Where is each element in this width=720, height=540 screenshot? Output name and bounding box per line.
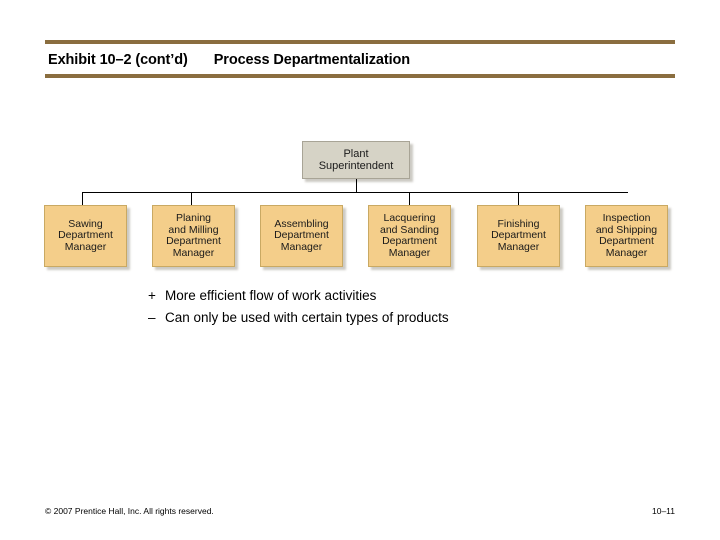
org-node-department-3[interactable]: Assembling Department Manager [260,205,343,267]
org-node-department-5[interactable]: Finishing Department Manager [477,205,560,267]
footer-copyright: © 2007 Prentice Hall, Inc. All rights re… [45,506,214,516]
plus-marker: + [148,288,156,303]
org-node-label: Lacquering and Sanding Department Manage… [380,212,439,259]
page-title: Process Departmentalization [213,52,411,68]
connector-horizontal-bus [82,192,628,193]
footer-page-number: 10–11 [651,506,675,516]
connector-root-stem [356,179,357,192]
org-node-department-1[interactable]: Sawing Department Manager [44,205,127,267]
org-chart: Plant Superintendent Sawing Department M… [0,0,720,267]
header-rule-bottom [45,74,675,78]
bullet-text: Can only be used with certain types of p… [165,310,449,325]
bullet-text: More efficient flow of work activities [165,288,377,303]
org-node-label: Plant Superintendent [318,147,394,173]
connector-drop-5 [518,192,519,206]
bullet-item-disadvantage: – Can only be used with certain types of… [148,310,648,325]
bullet-item-advantage: + More efficient flow of work activities [148,288,648,303]
org-node-department-2[interactable]: Planing and Milling Department Manager [152,205,235,267]
org-node-label: Finishing Department Manager [491,217,546,253]
header-rule-top [45,40,675,44]
org-node-department-6[interactable]: Inspection and Shipping Department Manag… [585,205,668,267]
org-node-label: Assembling Department Manager [274,217,329,253]
minus-marker: – [148,310,156,325]
connector-drop-2 [191,192,192,206]
connector-drop-4 [409,192,410,206]
org-node-label: Sawing Department Manager [58,217,113,253]
org-node-department-4[interactable]: Lacquering and Sanding Department Manage… [368,205,451,267]
org-node-label: Planing and Milling Department Manager [166,212,221,259]
connector-drop-1 [82,192,83,206]
header: Exhibit 10–2 (cont’d) Process Department… [48,47,676,73]
org-node-label: Inspection and Shipping Department Manag… [595,212,658,259]
exhibit-label: Exhibit 10–2 (cont’d) [48,52,188,68]
bullet-list: + More efficient flow of work activities… [148,288,648,332]
org-node-plant-superintendent[interactable]: Plant Superintendent [302,141,410,179]
